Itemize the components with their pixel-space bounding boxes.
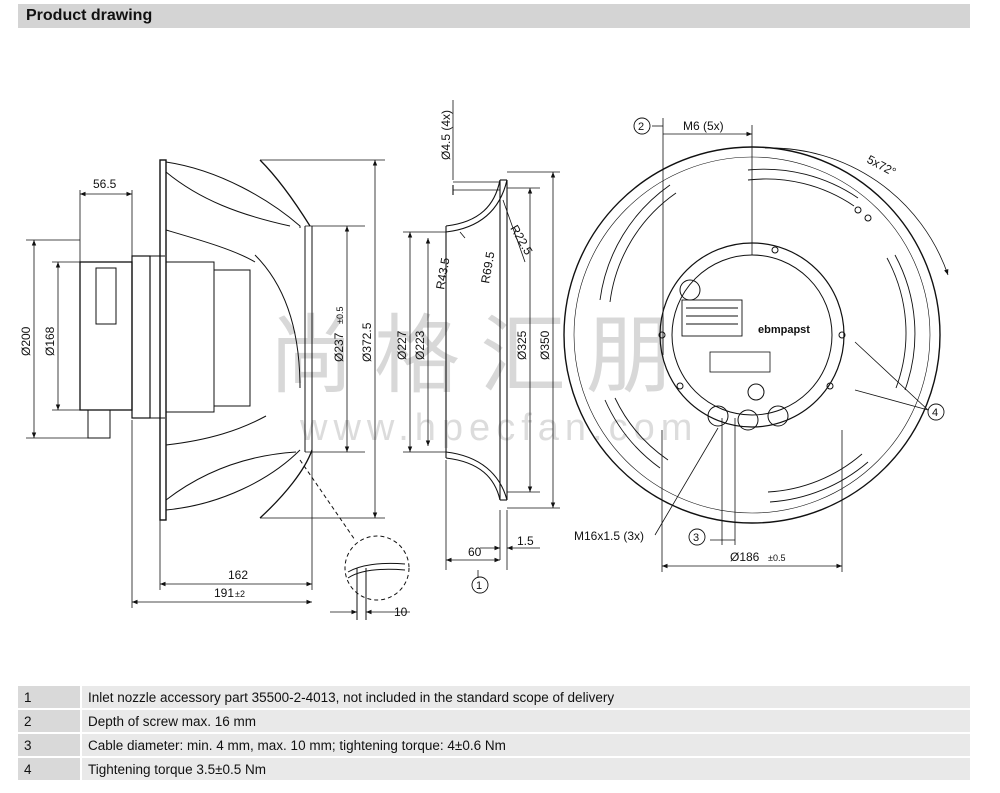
table-row: 3 Cable diameter: min. 4 mm, max. 10 mm;… [18, 734, 970, 756]
dim-m6: M6 (5x) [683, 119, 724, 133]
callout-1: 1 [476, 580, 482, 592]
dim-60: 60 [468, 545, 482, 559]
dim-m16: M16x1.5 (3x) [574, 529, 644, 543]
dim-dia-237: Ø237 [332, 332, 346, 362]
callout-3: 3 [693, 532, 699, 544]
note-number: 1 [18, 686, 80, 708]
dim-56-5: 56.5 [93, 177, 117, 191]
dim-dia-372-5: Ø372.5 [360, 322, 374, 362]
note-text: Inlet nozzle accessory part 35500-2-4013… [80, 686, 970, 708]
dim-dia-223: Ø223 [413, 330, 427, 360]
dim-1-5: 1.5 [517, 534, 534, 548]
note-number: 2 [18, 710, 80, 732]
watermark-chinese: 尚格汇朋 [268, 308, 692, 404]
table-row: 1 Inlet nozzle accessory part 35500-2-40… [18, 686, 970, 708]
dim-191-tol: ±2 [235, 589, 245, 599]
dim-r43-5: R43.5 [433, 256, 452, 290]
front-dimensions [652, 118, 949, 572]
note-text: Tightening torque 3.5±0.5 Nm [80, 758, 970, 780]
dim-r22-5: R22.5 [507, 223, 535, 258]
front-view [563, 146, 941, 524]
dim-dia-350: Ø350 [538, 330, 552, 360]
dim-r69-5: R69.5 [478, 250, 497, 284]
note-number: 4 [18, 758, 80, 780]
dim-dia-227: Ø227 [395, 330, 409, 360]
dim-hole-4-5: Ø4.5 (4x) [439, 110, 453, 160]
table-row: 4 Tightening torque 3.5±0.5 Nm [18, 758, 970, 780]
dim-dia-200: Ø200 [19, 326, 33, 356]
dim-dia-237-tol: ±0.5 [335, 307, 345, 324]
side-view [79, 159, 410, 620]
side-view-dimensions [26, 159, 410, 615]
note-text: Depth of screw max. 16 mm [80, 710, 970, 732]
nozzle-dimensions [403, 100, 560, 578]
dim-dia-186: Ø186 [730, 550, 760, 564]
dim-10: 10 [394, 605, 408, 619]
dim-191: 191 [214, 586, 234, 600]
callout-4: 4 [932, 407, 938, 419]
side-view-labels: 56.5 Ø200 Ø168 Ø237 ±0.5 Ø372.5 162 191 … [19, 177, 408, 619]
product-drawing: 尚格汇朋 www.hpecfan.com [19, 100, 949, 620]
watermark-url: www.hpecfan.com [299, 407, 698, 449]
dim-162: 162 [228, 568, 248, 582]
dim-dia-325: Ø325 [515, 330, 529, 360]
brand-label: ebmpapst [758, 324, 810, 336]
section-header: Product drawing [18, 4, 970, 28]
dim-dia-186-tol: ±0.5 [768, 553, 785, 563]
callout-1-circle [471, 576, 489, 594]
dim-dia-168: Ø168 [43, 326, 57, 356]
notes-table: 1 Inlet nozzle accessory part 35500-2-40… [18, 684, 970, 782]
callout-2: 2 [638, 121, 644, 133]
note-number: 3 [18, 734, 80, 756]
table-row: 2 Depth of screw max. 16 mm [18, 710, 970, 732]
note-text: Cable diameter: min. 4 mm, max. 10 mm; t… [80, 734, 970, 756]
section-title: Product drawing [26, 7, 153, 24]
callout-4-circle [927, 403, 945, 421]
nozzle-labels: Ø4.5 (4x) R43.5 R69.5 R22.5 Ø227 Ø223 Ø3… [395, 110, 552, 594]
dim-5x72: 5x72° [865, 152, 899, 179]
nozzle-view [445, 179, 508, 501]
callout-3-circle [688, 528, 706, 546]
callout-2-circle [633, 117, 651, 135]
